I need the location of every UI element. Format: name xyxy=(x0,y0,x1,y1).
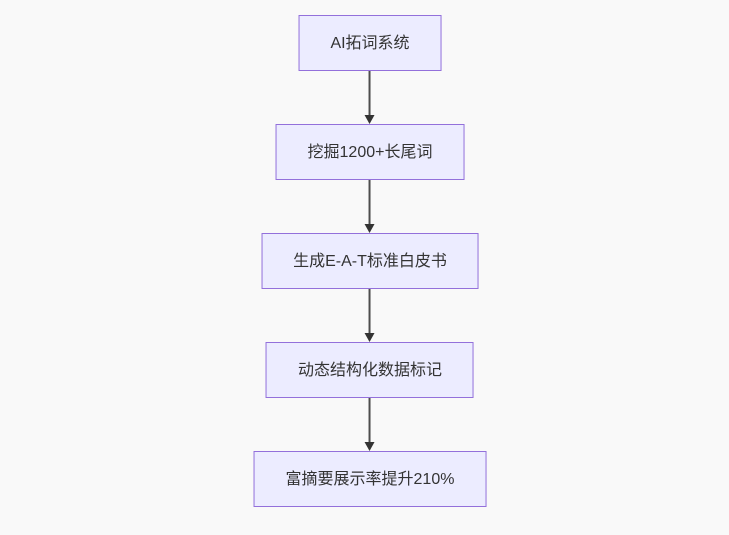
arrow-shaft xyxy=(369,289,371,333)
flowchart-node-structured-data: 动态结构化数据标记 xyxy=(265,342,474,398)
flowchart-node-longtail-mining: 挖掘1200+长尾词 xyxy=(275,124,465,180)
flowchart-node-ai-system: AI拓词系统 xyxy=(298,15,442,71)
arrow-shaft xyxy=(369,180,371,224)
node-label: 挖掘1200+长尾词 xyxy=(307,143,433,161)
node-label: AI拓词系统 xyxy=(330,34,410,52)
arrowhead-down-icon xyxy=(365,224,375,233)
node-label: 富摘要展示率提升210% xyxy=(285,470,455,488)
node-label: 生成E-A-T标准白皮书 xyxy=(293,252,447,270)
arrowhead-down-icon xyxy=(365,442,375,451)
node-label: 动态结构化数据标记 xyxy=(297,361,442,379)
arrowhead-down-icon xyxy=(365,115,375,124)
arrow-down xyxy=(365,398,375,451)
arrow-shaft xyxy=(369,398,371,442)
arrow-down xyxy=(365,289,375,342)
arrowhead-down-icon xyxy=(365,333,375,342)
arrow-down xyxy=(365,71,375,124)
arrow-down xyxy=(365,180,375,233)
flowchart: AI拓词系统 挖掘1200+长尾词 生成E-A-T标准白皮书 动态结构化数据标记… xyxy=(253,15,487,507)
flowchart-node-rich-snippet-result: 富摘要展示率提升210% xyxy=(253,451,487,507)
arrow-shaft xyxy=(369,71,371,115)
flowchart-node-eat-whitepaper: 生成E-A-T标准白皮书 xyxy=(261,233,479,289)
